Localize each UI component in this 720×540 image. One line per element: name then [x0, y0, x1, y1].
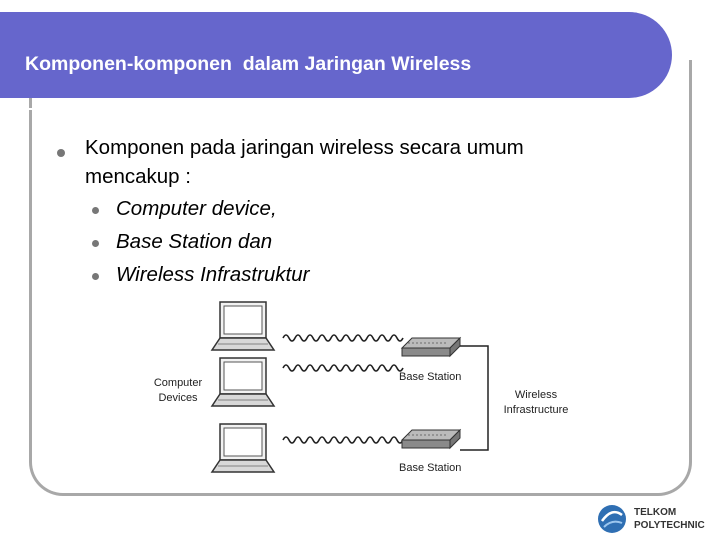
- logo-text-telkom: TELKOM: [634, 507, 677, 518]
- wireless-signal-icon: [282, 364, 404, 372]
- sub-bullet-icon: [92, 240, 99, 247]
- wireless-network-diagram: Computer Devices Base Station Base Stati…: [154, 301, 569, 474]
- wireless-infrastructure-label: Wireless: [515, 389, 558, 401]
- base-station-icon: [401, 429, 461, 449]
- wireless-signal-icon: [282, 334, 404, 342]
- base-station-icon: [401, 337, 461, 357]
- computer-devices-label: Computer: [154, 377, 203, 389]
- sub-bullet-icon: [92, 207, 99, 214]
- laptop-icon: [211, 301, 275, 351]
- main-bullet-text-line2: mencakup :: [85, 165, 191, 188]
- title-bar: Komponen-komponen dalam Jaringan Wireles…: [0, 12, 672, 110]
- sub-bullet-icon: [92, 273, 99, 280]
- sub-bullet-computer-device: Computer device,: [116, 197, 277, 220]
- telkom-globe-icon: [598, 505, 626, 533]
- laptop-icon: [211, 357, 275, 407]
- slide-frame: [29, 60, 692, 496]
- base-station-label: Base Station: [399, 371, 461, 383]
- main-bullet-icon: [57, 149, 65, 157]
- wireless-infrastructure-label: Infrastructure: [504, 404, 569, 416]
- logo-text-polytechnic: POLYTECHNIC: [634, 520, 705, 531]
- infrastructure-connector: [460, 345, 489, 451]
- laptop-icon: [211, 423, 275, 473]
- sub-bullet-base-station: Base Station dan: [116, 230, 273, 253]
- base-station-label: Base Station: [399, 462, 461, 474]
- sub-bullet-wireless-infrastructure: Wireless Infrastruktur: [116, 263, 310, 286]
- main-bullet-text-line1: Komponen pada jaringan wireless secara u…: [85, 136, 524, 159]
- wireless-signal-icon: [282, 436, 404, 444]
- computer-devices-label: Devices: [158, 392, 198, 404]
- title-underline: [8, 108, 635, 110]
- slide-title: Komponen-komponen dalam Jaringan Wireles…: [25, 53, 472, 75]
